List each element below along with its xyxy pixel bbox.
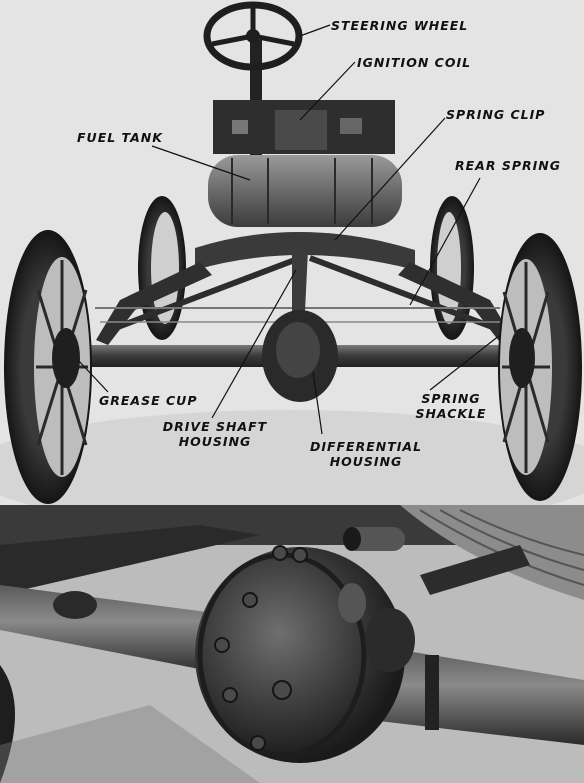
label-spring-shackle-line1: SPRING bbox=[421, 391, 481, 406]
label-differential-line1: DIFFERENTIAL bbox=[309, 439, 423, 454]
fuel-tank bbox=[208, 155, 402, 227]
label-differential-housing: DIFFERENTIAL HOUSING bbox=[308, 439, 424, 469]
label-ignition-coil: IGNITION COIL bbox=[357, 55, 472, 70]
chassis-illustration bbox=[0, 0, 584, 505]
label-steering-wheel: STEERING WHEEL bbox=[331, 18, 469, 33]
label-differential-line2: HOUSING bbox=[329, 454, 403, 469]
leaf-spring bbox=[400, 505, 584, 600]
label-grease-cup: GREASE CUP bbox=[99, 393, 198, 408]
label-drive-shaft-line2: HOUSING bbox=[178, 434, 252, 449]
label-drive-shaft-housing: DRIVE SHAFT HOUSING bbox=[160, 419, 270, 449]
differential-closeup-illustration bbox=[0, 505, 584, 783]
label-spring-shackle-line2: SHACKLE bbox=[415, 406, 487, 421]
chassis-rear-photo: STEERING WHEEL IGNITION COIL SPRING CLIP… bbox=[0, 0, 584, 505]
label-spring-clip: SPRING CLIP bbox=[446, 107, 546, 122]
right-axle-tube bbox=[370, 645, 584, 745]
steering-wheel bbox=[203, 1, 303, 71]
label-rear-spring: REAR SPRING bbox=[455, 158, 561, 173]
label-spring-shackle: SPRING SHACKLE bbox=[408, 391, 494, 421]
label-fuel-tank: FUEL TANK bbox=[77, 130, 163, 145]
differential-closeup-photo bbox=[0, 505, 584, 783]
label-drive-shaft-line1: DRIVE SHAFT bbox=[162, 419, 268, 434]
